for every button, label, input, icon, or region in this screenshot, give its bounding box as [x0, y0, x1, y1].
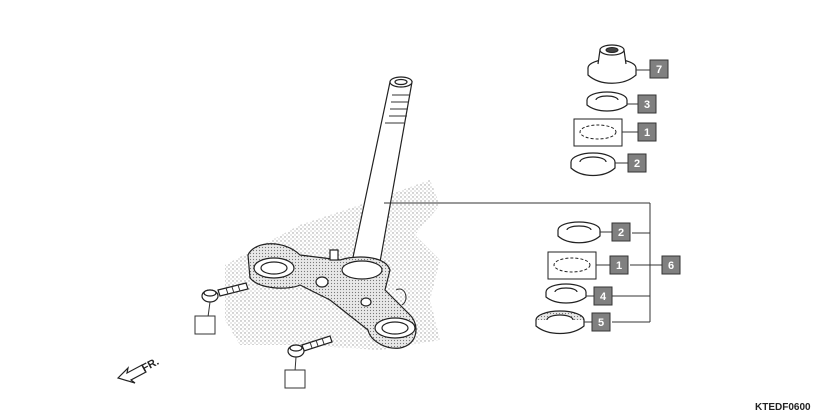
callout-2-lower: 2: [611, 222, 631, 242]
ball-race-2-lower: [557, 221, 601, 244]
lower-triple-clamp: [247, 243, 417, 349]
bolt-reference-box-lower: [284, 369, 306, 389]
svg-text:1: 1: [644, 127, 650, 139]
svg-text:4: 4: [600, 291, 607, 303]
svg-text:1: 1: [616, 260, 622, 272]
svg-text:7: 7: [656, 64, 662, 76]
locknut-7: [587, 44, 637, 84]
ball-race-2-upper: [570, 152, 616, 177]
svg-text:2: 2: [634, 158, 640, 170]
callout-4: 4: [593, 286, 613, 306]
front-label: FR.: [140, 356, 161, 375]
callout-3: 3: [637, 94, 657, 114]
leader-lines: [384, 69, 662, 323]
steel-ball-1-lower: [547, 251, 597, 280]
dust-seal-5: [535, 310, 585, 335]
diagram-code: KTEDF0600: [755, 402, 811, 413]
steering-stem: [351, 76, 413, 263]
callout-5: 5: [591, 312, 611, 332]
callout-6: 6: [661, 255, 681, 275]
cone-race-3: [586, 91, 628, 112]
svg-text:2: 2: [618, 227, 624, 239]
callout-7: 7: [649, 59, 669, 79]
pinch-bolt-lower: [287, 335, 333, 358]
svg-text:3: 3: [644, 99, 650, 111]
callout-1-upper: 1: [637, 122, 657, 142]
svg-text:5: 5: [598, 317, 604, 329]
svg-text:6: 6: [668, 260, 674, 272]
bolt-reference-box-upper: [194, 315, 216, 335]
callout-1-lower: 1: [609, 255, 629, 275]
cone-race-4: [545, 283, 587, 304]
front-direction-arrow-icon: FR.: [116, 356, 161, 384]
pinch-bolt-upper: [201, 282, 249, 303]
callout-2-upper: 2: [627, 153, 647, 173]
steel-ball-1-upper: [573, 118, 623, 147]
